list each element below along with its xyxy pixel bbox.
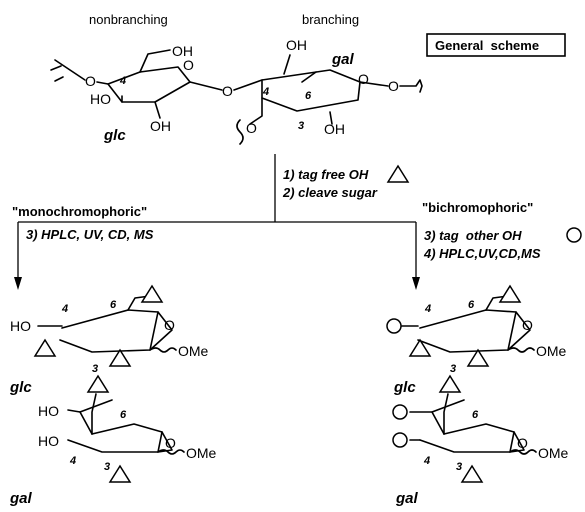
svg-text:OMe: OMe bbox=[536, 343, 567, 359]
step-2-label: 2) cleave sugar bbox=[282, 185, 378, 200]
step-1-label: 1) tag free OH bbox=[283, 167, 369, 182]
svg-text:HO: HO bbox=[38, 403, 59, 419]
svg-text:4: 4 bbox=[69, 455, 76, 467]
svg-text:O: O bbox=[164, 317, 175, 333]
svg-text:O: O bbox=[222, 83, 233, 99]
svg-text:3: 3 bbox=[298, 120, 304, 132]
svg-text:OH: OH bbox=[324, 121, 345, 137]
svg-text:O: O bbox=[388, 78, 399, 94]
svg-text:O: O bbox=[246, 120, 257, 136]
step-arrows bbox=[14, 154, 420, 290]
svg-text:4: 4 bbox=[119, 75, 126, 87]
monochromophoric-label: "monochromophoric" bbox=[12, 204, 147, 219]
triangle-icon bbox=[386, 164, 410, 183]
svg-text:O: O bbox=[165, 435, 176, 451]
svg-text:O: O bbox=[517, 435, 528, 451]
branching-label: branching bbox=[302, 12, 359, 27]
svg-text:4: 4 bbox=[262, 86, 269, 98]
svg-text:O: O bbox=[183, 57, 194, 73]
svg-text:O: O bbox=[358, 71, 369, 87]
glc-label-top: glc bbox=[103, 127, 126, 144]
bichromophoric-label: "bichromophoric" bbox=[422, 200, 533, 215]
svg-text:O: O bbox=[522, 317, 533, 333]
svg-text:OH: OH bbox=[150, 118, 171, 134]
svg-text:6: 6 bbox=[120, 409, 127, 421]
product-glc-bi: O OMe 4 6 3 glc bbox=[386, 284, 567, 396]
glc-label-right: glc bbox=[393, 379, 416, 396]
svg-text:OH: OH bbox=[172, 43, 193, 59]
svg-text:HO: HO bbox=[38, 433, 59, 449]
svg-text:OH: OH bbox=[286, 37, 307, 53]
left-step-3-label: 3) HPLC, UV, CD, MS bbox=[26, 227, 154, 242]
nonbranching-label: nonbranching bbox=[89, 12, 168, 27]
svg-text:4: 4 bbox=[61, 303, 68, 315]
svg-text:6: 6 bbox=[472, 409, 479, 421]
svg-text:HO: HO bbox=[10, 318, 31, 334]
gal-label-left: gal bbox=[9, 490, 33, 507]
product-gal-mono: O HO HO OMe 4 6 3 gal bbox=[9, 374, 217, 507]
general-scheme-label: General scheme bbox=[435, 38, 539, 53]
svg-text:3: 3 bbox=[456, 461, 462, 473]
svg-text:6: 6 bbox=[468, 299, 475, 311]
glc-label-left: glc bbox=[9, 379, 32, 396]
product-glc-mono: O HO OMe 4 6 3 glc bbox=[9, 284, 209, 396]
gal-label-top: gal bbox=[331, 51, 355, 68]
product-gal-bi: O OMe 4 6 3 gal bbox=[392, 374, 569, 507]
svg-text:OMe: OMe bbox=[178, 343, 209, 359]
svg-text:OMe: OMe bbox=[186, 445, 217, 461]
svg-text:4: 4 bbox=[424, 303, 431, 315]
gal-label-right: gal bbox=[395, 490, 419, 507]
top-disaccharide: O O OH 4 HO OH O glc O OH 4 6 3 O OH O g… bbox=[50, 37, 423, 145]
svg-text:4: 4 bbox=[423, 455, 430, 467]
svg-text:6: 6 bbox=[305, 90, 312, 102]
svg-text:OMe: OMe bbox=[538, 445, 569, 461]
svg-text:HO: HO bbox=[90, 91, 111, 107]
right-step-3-label: 3) tag other OH bbox=[424, 228, 522, 243]
svg-text:3: 3 bbox=[104, 461, 110, 473]
circle-icon bbox=[566, 227, 582, 243]
general-scheme-box bbox=[426, 33, 566, 57]
svg-text:3: 3 bbox=[92, 363, 98, 375]
svg-text:6: 6 bbox=[110, 299, 117, 311]
svg-text:3: 3 bbox=[450, 363, 456, 375]
right-step-4-label: 4) HPLC,UV,CD,MS bbox=[423, 246, 541, 261]
svg-text:O: O bbox=[85, 73, 96, 89]
